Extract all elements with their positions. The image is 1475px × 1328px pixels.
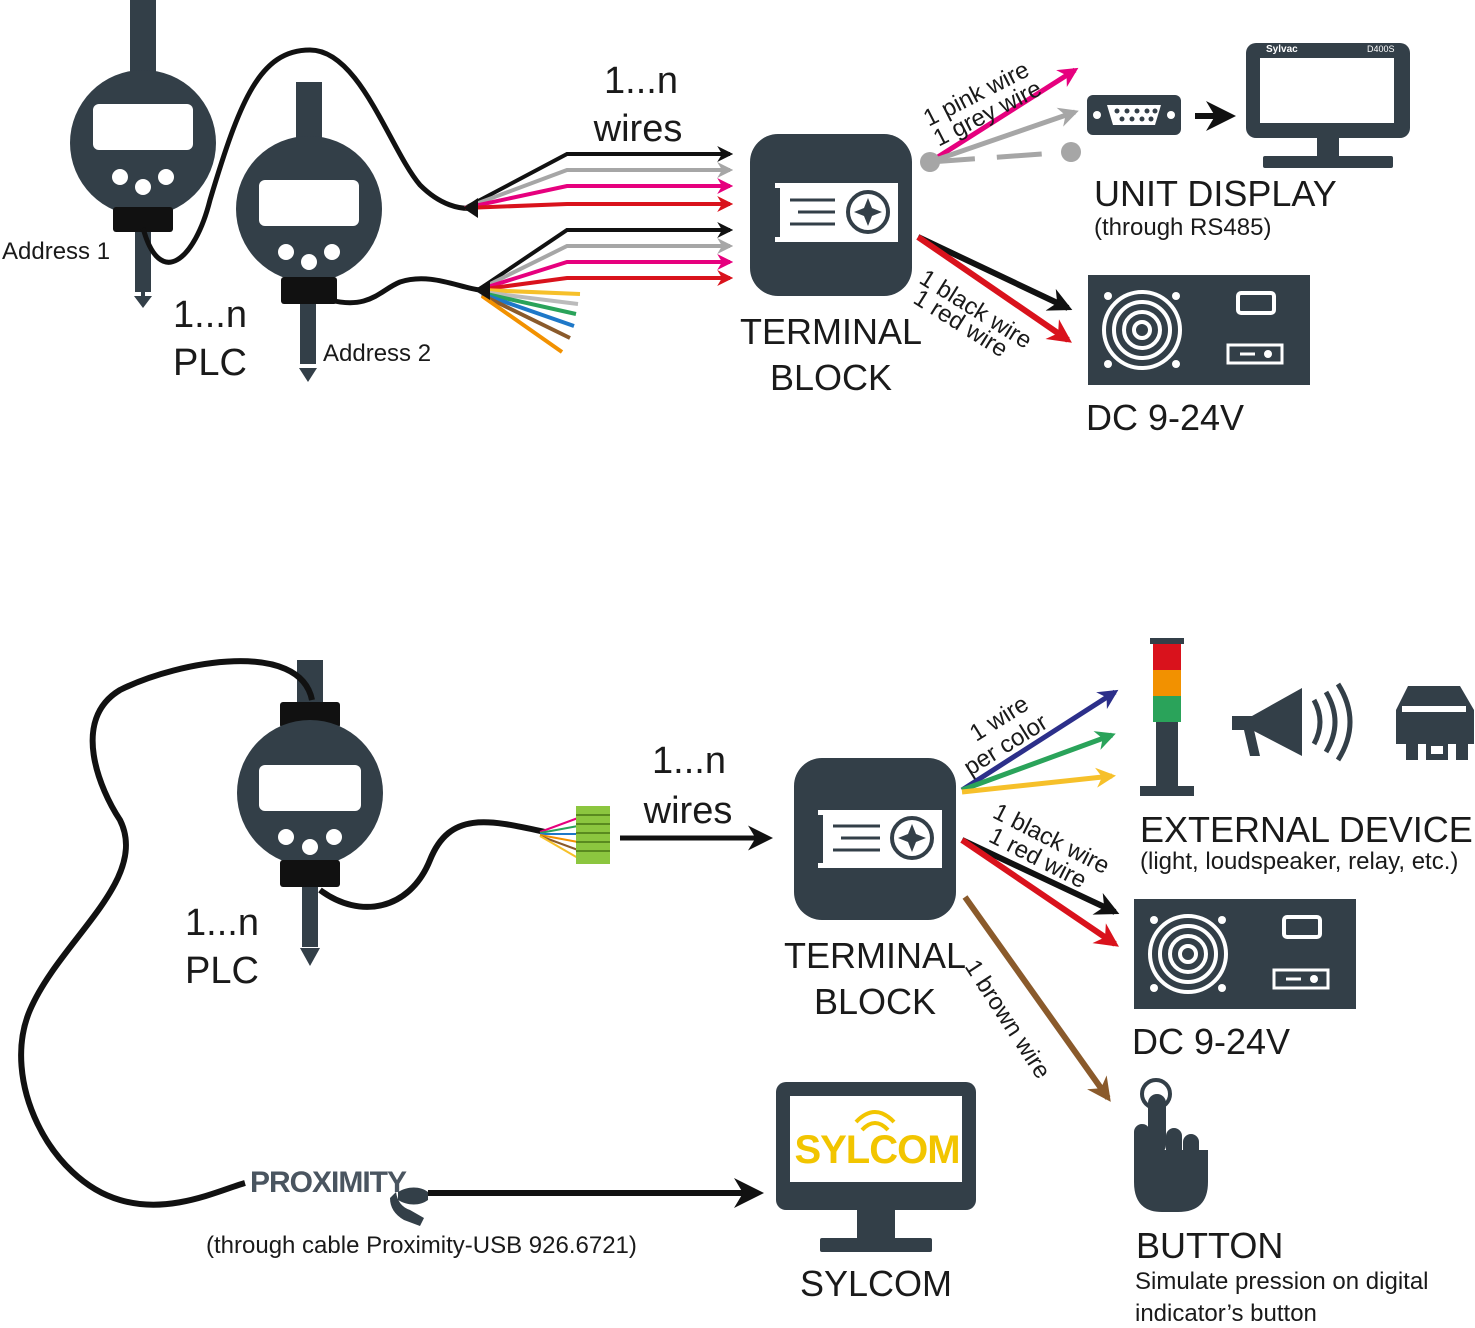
- dc-label-bottom: DC 9-24V: [1132, 1021, 1291, 1062]
- power-wires-top: [916, 234, 1073, 343]
- monitor-model: D400S: [1367, 44, 1395, 54]
- button-desc-1: Simulate pression on digital: [1135, 1268, 1429, 1295]
- gauge-bottom: [237, 660, 383, 966]
- signal-light-tower-icon: [1140, 638, 1194, 796]
- power-supply-bottom-icon: [1134, 899, 1356, 1009]
- terminal-label-bottom-2: BLOCK: [813, 981, 937, 1022]
- external-device-label: EXTERNAL DEVICE: [1140, 809, 1473, 850]
- color-wires: [960, 689, 1119, 795]
- wires-count-top: 1...n: [604, 60, 678, 102]
- plc-label-top: PLC: [173, 342, 247, 384]
- gauge-address-1: [70, 0, 216, 308]
- proximity-plug-icon: [390, 1187, 428, 1226]
- relay-icon: [1396, 686, 1474, 760]
- proximity-cable: [18, 658, 315, 1208]
- wire-bundle-1: [463, 146, 734, 218]
- power-supply-top-icon: [1088, 275, 1310, 385]
- wire-bundle-2: [474, 222, 734, 354]
- address-2-label: Address 2: [323, 340, 432, 367]
- external-device-sub: (light, loudspeaker, relay, etc.): [1140, 848, 1459, 875]
- terminal-block-bottom: [794, 758, 956, 920]
- sylcom-logo: SYLCOM: [794, 1128, 960, 1172]
- wires-label-bottom: wires: [643, 790, 733, 832]
- proximity-label: PROXIMITY: [250, 1166, 407, 1199]
- sylcom-label: SYLCOM: [799, 1263, 953, 1304]
- cable-gauge-1: [140, 47, 476, 265]
- address-1-label: Address 1: [2, 238, 111, 265]
- unit-display-label: UNIT DISPLAY: [1094, 173, 1337, 214]
- button-hand-icon: [1134, 1078, 1208, 1212]
- wires-count-bottom: 1...n: [652, 740, 726, 782]
- terminal-block-top: [750, 134, 912, 296]
- brown-wire: [962, 895, 1111, 1102]
- terminal-label-top-1: TERMINAL: [739, 311, 923, 352]
- cable-gauge-2: [329, 276, 481, 306]
- monitor-brand: Sylvac: [1266, 44, 1298, 55]
- wires-label-top: wires: [593, 108, 683, 150]
- dc-label-top: DC 9-24V: [1086, 397, 1245, 438]
- button-desc-2: indicator’s button: [1135, 1300, 1317, 1327]
- terminal-label-top-2: BLOCK: [769, 357, 893, 398]
- gauge-address-2: [236, 82, 382, 382]
- sylcom-monitor-icon: [776, 1082, 976, 1252]
- rs485-wires: [920, 67, 1081, 172]
- green-connector-icon: [576, 806, 610, 864]
- power-wires-bottom: [960, 837, 1120, 947]
- unit-display-sub: (through RS485): [1094, 214, 1272, 241]
- cable-to-connector: [318, 819, 546, 910]
- button-label: BUTTON: [1136, 1225, 1284, 1266]
- unit-display-monitor-icon: [1246, 43, 1410, 168]
- proximity-sub: (through cable Proximity-USB 926.6721): [206, 1232, 637, 1259]
- plc-count-bottom: 1...n: [185, 902, 259, 944]
- plc-count-top: 1...n: [173, 294, 247, 336]
- plc-label-bottom: PLC: [185, 950, 259, 992]
- terminal-label-bottom-1: TERMINAL: [783, 935, 967, 976]
- loudspeaker-icon: [1232, 682, 1353, 762]
- db9-connector-icon: [1087, 95, 1181, 135]
